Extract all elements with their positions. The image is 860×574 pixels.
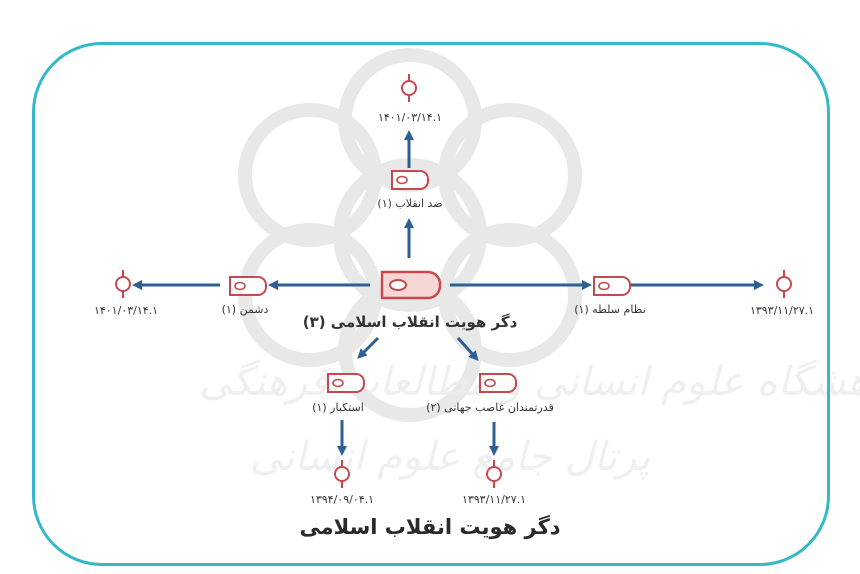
document-label-bottom-left: ۱۳۹۴/۰۹/۰۴.۱	[310, 493, 374, 506]
code-icon-bottom-left	[327, 373, 365, 393]
rounded-frame	[32, 42, 830, 566]
document-icon-bottom-right	[486, 460, 502, 488]
document-icon-right	[776, 270, 792, 298]
document-icon-top	[401, 74, 417, 102]
arrow-center-to-bottom-right-code	[456, 336, 479, 361]
code-icon-right	[593, 276, 631, 296]
document-label-bottom-right: ۱۳۹۳/۱۱/۲۷.۱	[462, 493, 526, 506]
watermark-text-2: پرتال جامع علوم انسانی	[250, 434, 651, 480]
code-icon-left	[229, 276, 267, 296]
document-label-left: ۱۴۰۱/۰۳/۱۴.۱	[94, 304, 158, 317]
document-icon-left	[115, 270, 131, 298]
code-icon-bottom-right	[479, 373, 517, 393]
code-label-top: ضد انقلاب (۱)	[377, 197, 442, 210]
code-icon-top	[391, 170, 429, 190]
document-label-top: ۱۴۰۱/۰۳/۱۴.۱	[378, 111, 442, 124]
central-code-icon	[380, 270, 442, 300]
watermark-text-1: پژوهشگاه علوم انسانی و مطالعات فرهنگی	[199, 359, 860, 405]
code-label-left: دشمن (۱)	[222, 303, 269, 316]
code-label-right: نظام سلطه (۱)	[574, 303, 646, 316]
code-label-bottom-left: استکبار (۱)	[312, 401, 364, 414]
code-label-bottom-right: قدرتمندان غاصب جهانی (۲)	[426, 401, 554, 414]
central-code-label: دگر هویت انقلاب اسلامی (۳)	[303, 313, 518, 331]
diagram-caption: دگر هویت انقلاب اسلامی	[299, 515, 561, 539]
arrow-center-to-bottom-left-code	[357, 336, 380, 359]
document-label-right: ۱۳۹۳/۱۱/۲۷.۱	[750, 304, 814, 317]
document-icon-bottom-left	[334, 460, 350, 488]
